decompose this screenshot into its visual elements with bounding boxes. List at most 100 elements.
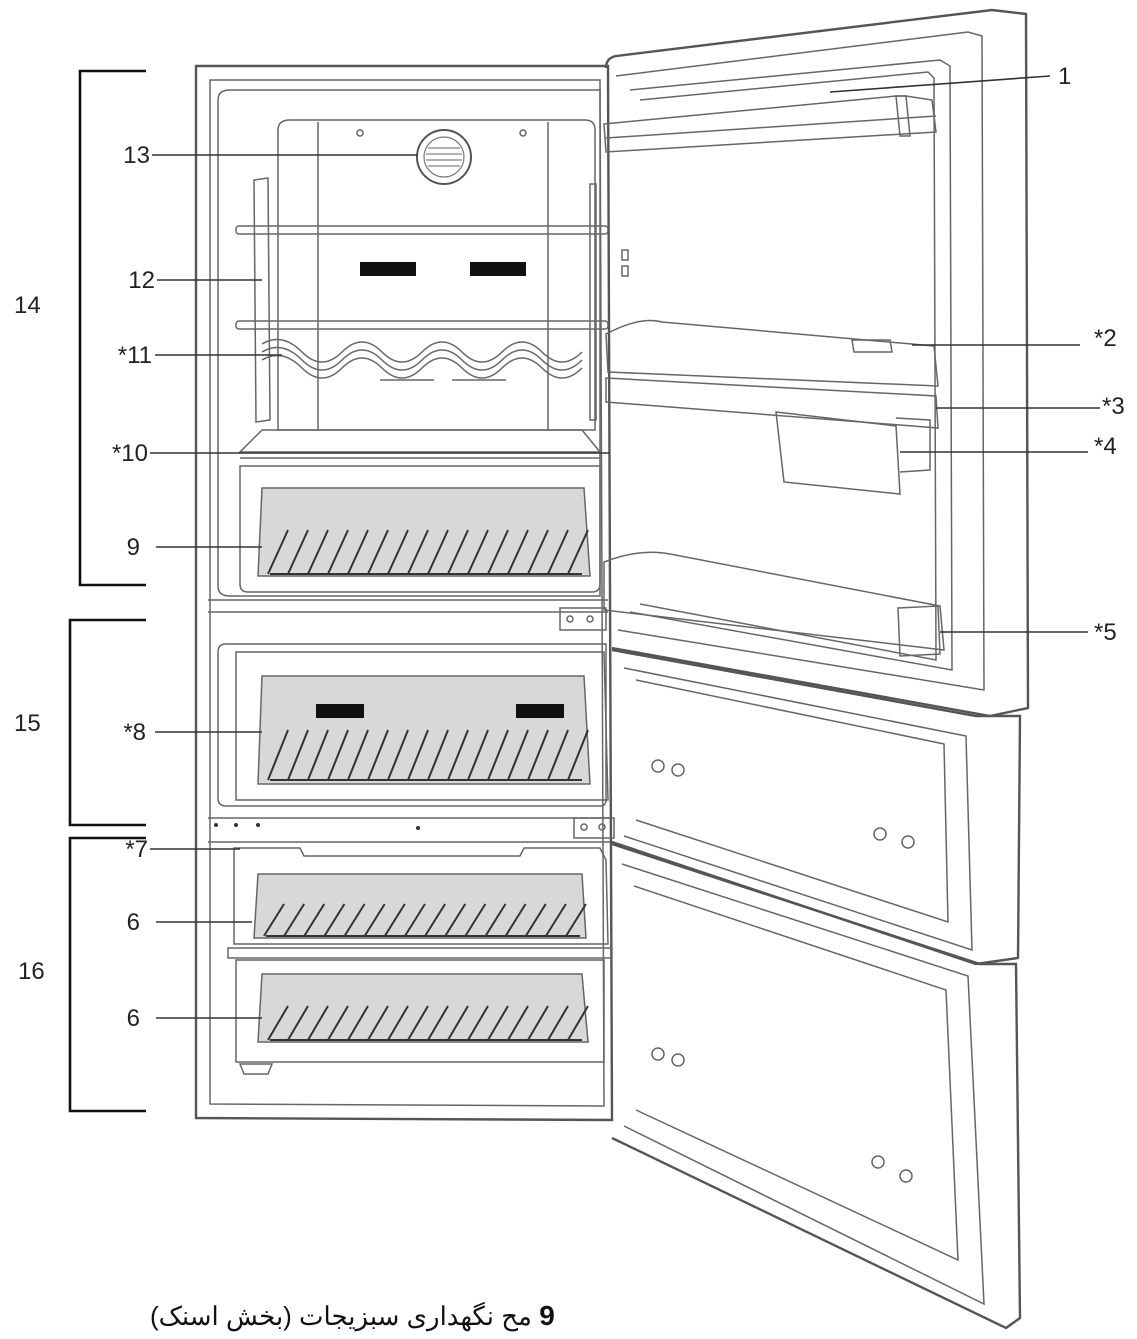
- chiller-drawer: [217, 643, 609, 807]
- callout-4: *4: [1094, 433, 1117, 460]
- drawer-rib: [524, 903, 547, 937]
- drawer-rib: [387, 1005, 409, 1041]
- callout-14: 14: [14, 292, 41, 319]
- leader-lines: [150, 75, 1100, 1019]
- callout-5: *5: [1094, 619, 1117, 646]
- drawer-rib: [267, 529, 289, 575]
- drawer-rib: [507, 1005, 529, 1041]
- callout-12: 12: [128, 267, 155, 294]
- caption-number: 9: [539, 1300, 555, 1331]
- callout-15: 15: [14, 710, 41, 737]
- light-bar-right: [470, 262, 526, 276]
- crisper-drawer: [239, 465, 601, 593]
- drawer-rib: [487, 729, 509, 781]
- drawer-rib: [467, 529, 489, 575]
- drawer-rib: [507, 529, 529, 575]
- drawer-rib: [387, 729, 409, 781]
- drawer-rib: [567, 729, 589, 781]
- drawer-rib: [424, 903, 446, 937]
- drawer-rib: [347, 729, 369, 781]
- light-bar-left: [360, 262, 416, 276]
- drawer-rib: [404, 903, 426, 937]
- drawer-rib: [527, 529, 549, 575]
- drawer-rib: [367, 1005, 389, 1041]
- side-rail: [253, 177, 597, 423]
- drawer-rib: [267, 729, 289, 781]
- drawer-rib: [487, 1005, 509, 1041]
- callout-9: 9: [127, 534, 140, 561]
- drawer-rib: [327, 729, 349, 781]
- figure-caption: 9 مح نگهداری سبزیجات (بخش اسنک): [150, 1300, 570, 1332]
- callout-16: 16: [18, 958, 45, 985]
- callout-1: 1: [1058, 63, 1071, 90]
- drawer-rib: [547, 729, 569, 781]
- drawer-rib: [407, 729, 429, 781]
- drawer-rib: [447, 729, 469, 781]
- drawer-rib: [427, 1005, 449, 1041]
- wine-rack: [261, 338, 583, 379]
- fan-vent: [416, 129, 472, 185]
- drawer-rib: [567, 1005, 589, 1041]
- drawer-rib: [527, 729, 549, 781]
- drawer-rib: [287, 1005, 309, 1041]
- callout-7: *7: [125, 836, 148, 863]
- drawer-rib: [464, 903, 487, 937]
- callout-10: *10: [112, 440, 148, 467]
- drawer-rib: [567, 529, 589, 575]
- fridge-door: [559, 8, 1030, 718]
- back-panel: [277, 119, 596, 431]
- freezer-door: [611, 842, 1022, 1330]
- drawer-rib: [307, 729, 329, 781]
- drawer-rib: [327, 529, 349, 575]
- bracket-fridge: [78, 69, 146, 587]
- drawer-rib: [387, 529, 409, 575]
- drawer-rib: [263, 903, 285, 937]
- drawer-rib: [307, 1005, 329, 1041]
- drawer-rib: [447, 529, 469, 575]
- drawer-rib: [447, 1005, 469, 1041]
- drawer-rib: [504, 903, 527, 937]
- crisper-cover: [238, 429, 602, 459]
- drawer-rib: [267, 1005, 289, 1041]
- light-bar-right: [516, 704, 564, 718]
- bracket-chiller: [68, 618, 146, 827]
- drawer-rib: [407, 529, 429, 575]
- drawer-rib: [287, 529, 309, 575]
- callout-6a: 6: [127, 909, 140, 936]
- callout-13: 13: [123, 142, 150, 169]
- callout-3: *3: [1102, 393, 1125, 420]
- drawer-rib: [487, 529, 509, 575]
- freezer-drawer-upper: [233, 847, 609, 945]
- freezer-drawer-lower: [227, 947, 613, 1075]
- drawer-rib: [527, 1005, 549, 1041]
- drawer-rib: [283, 903, 305, 937]
- drawer-rib: [327, 1005, 349, 1041]
- cabinet: [194, 64, 614, 1122]
- drawer-rib: [307, 529, 329, 575]
- drawer-rib: [545, 903, 567, 937]
- callout-8: *8: [123, 719, 146, 746]
- drawer-rib: [467, 1005, 489, 1041]
- caption-text: مح نگهداری سبزیجات (بخش اسنک): [150, 1301, 532, 1331]
- drawer-rib: [407, 1005, 429, 1041]
- drawer-rib: [565, 903, 587, 937]
- chiller-door: [573, 648, 1022, 966]
- callout-11: *11: [118, 342, 152, 369]
- drawer-rib: [347, 529, 369, 575]
- drawer-rib: [507, 729, 529, 781]
- callout-2: *2: [1094, 325, 1117, 352]
- drawer-rib: [547, 1005, 569, 1041]
- drawer-rib: [323, 903, 346, 937]
- drawer-rib: [383, 903, 406, 937]
- drawer-rib: [367, 729, 389, 781]
- drawer-rib: [367, 529, 389, 575]
- drawer-rib: [484, 903, 507, 937]
- drawer-rib: [427, 529, 449, 575]
- bracket-freezer: [68, 836, 146, 1113]
- drawer-rib: [287, 729, 309, 781]
- drawer-rib: [303, 903, 326, 937]
- drawer-rib: [427, 729, 449, 781]
- drawer-rib: [467, 729, 489, 781]
- drawer-rib: [347, 1005, 369, 1041]
- drawer-rib: [363, 903, 386, 937]
